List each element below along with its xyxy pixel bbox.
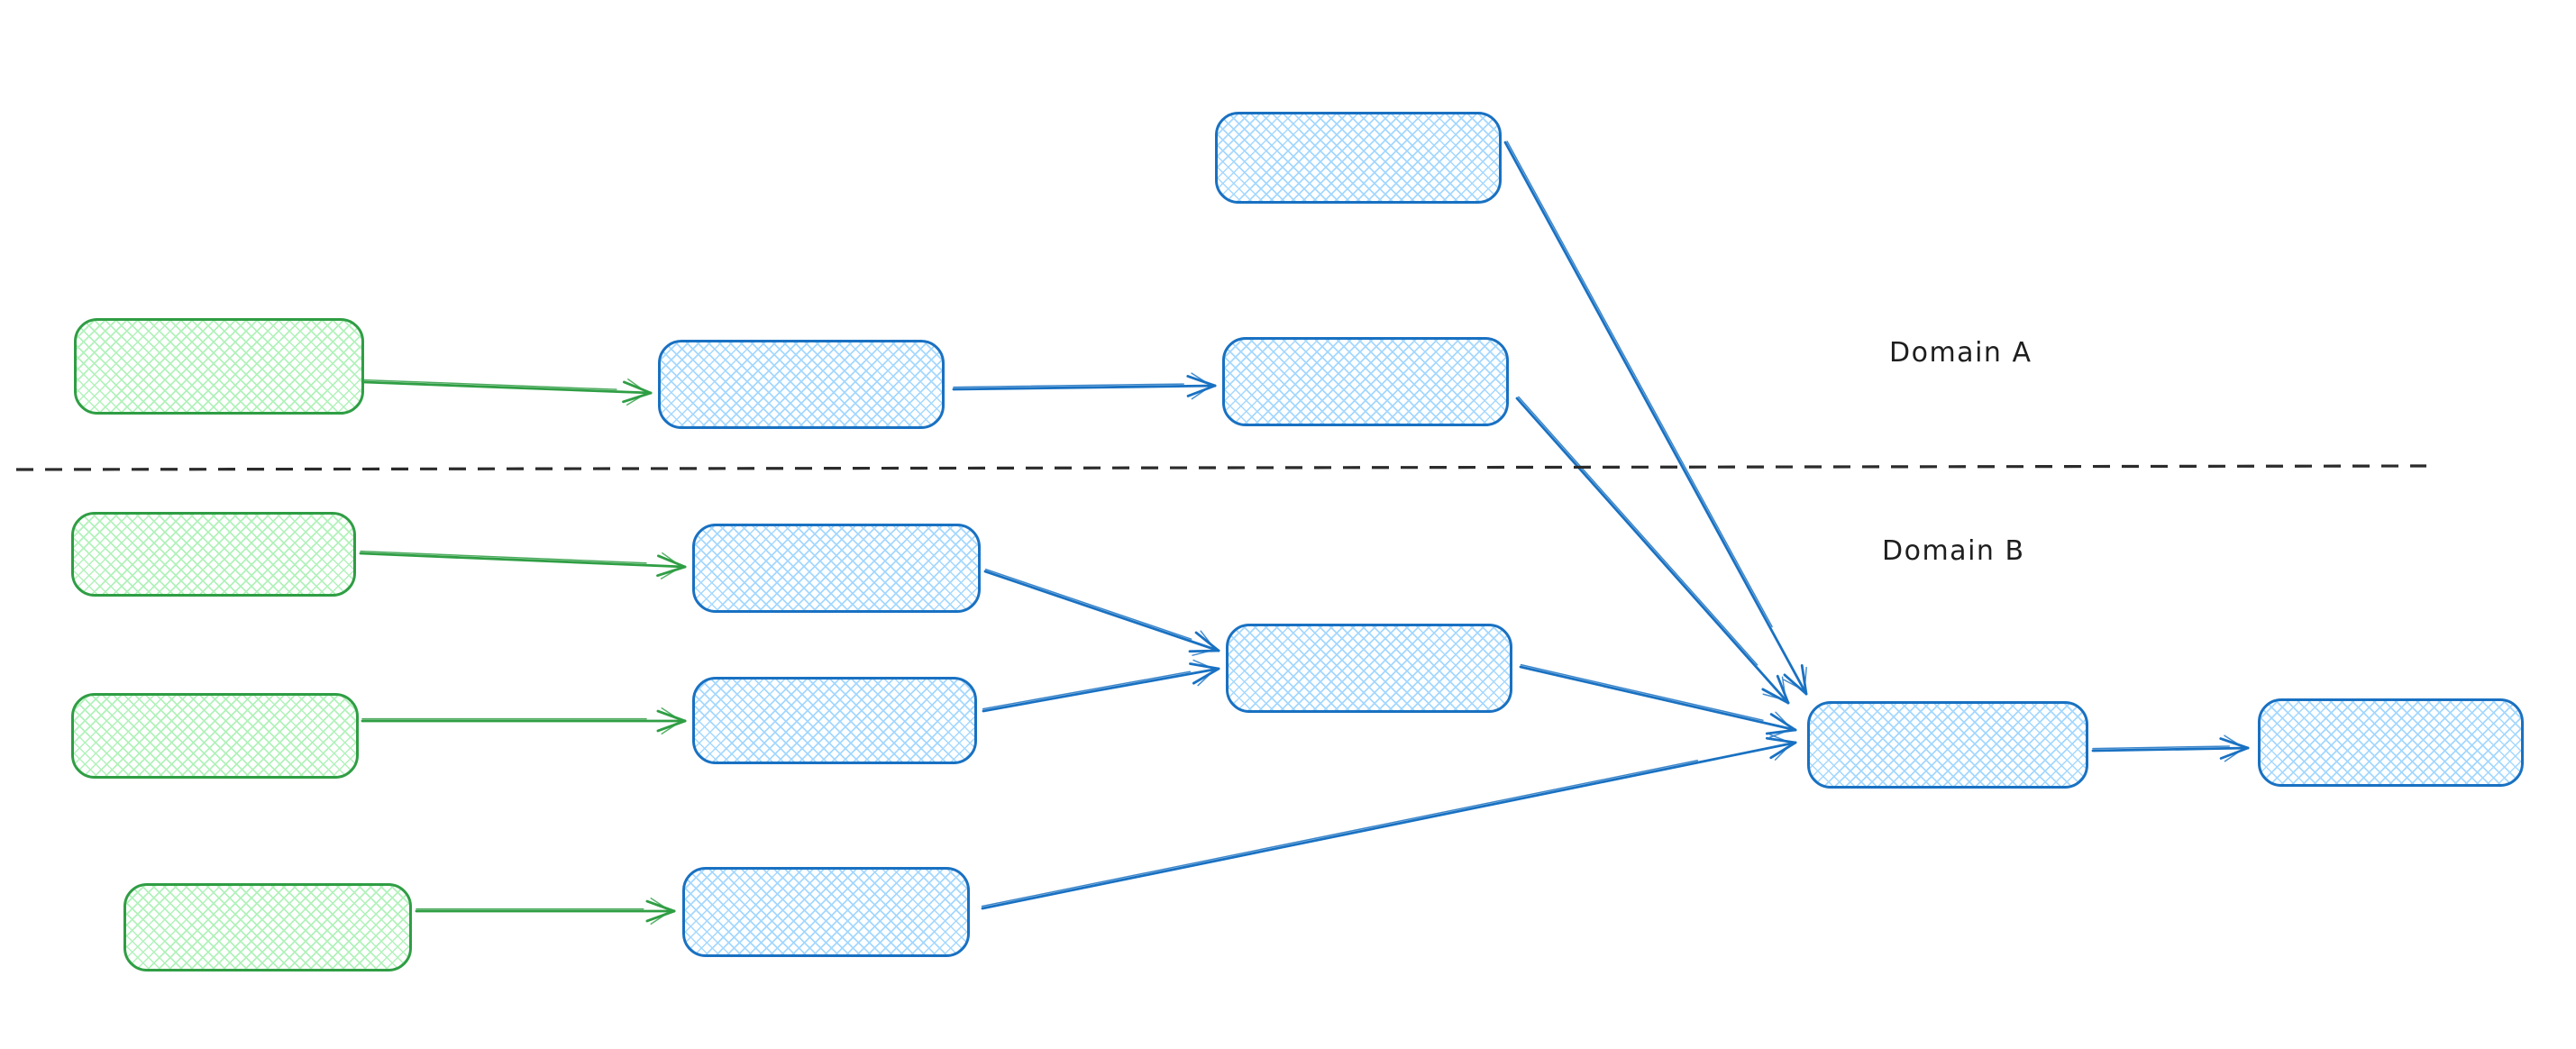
- node-domain-b-stage-3: [682, 867, 970, 957]
- node-domain-b-source-2: [71, 693, 359, 779]
- node-hub: [1807, 701, 2088, 789]
- label-domain-a: Domain A: [1889, 337, 2032, 369]
- node-domain-b-stage-1: [692, 524, 981, 613]
- node-domain-b-stage-2: [692, 677, 977, 764]
- node-domain-a-source: [74, 318, 364, 415]
- label-domain-b: Domain B: [1882, 535, 2025, 567]
- node-domain-b-source-1: [71, 512, 356, 597]
- node-domain-b-source-3: [123, 883, 412, 971]
- node-domain-a-stage-1: [658, 340, 945, 429]
- node-domain-a-top-input: [1215, 112, 1502, 204]
- node-output: [2258, 698, 2524, 787]
- node-domain-a-stage-2: [1222, 337, 1509, 426]
- node-domain-b-merge: [1226, 624, 1512, 713]
